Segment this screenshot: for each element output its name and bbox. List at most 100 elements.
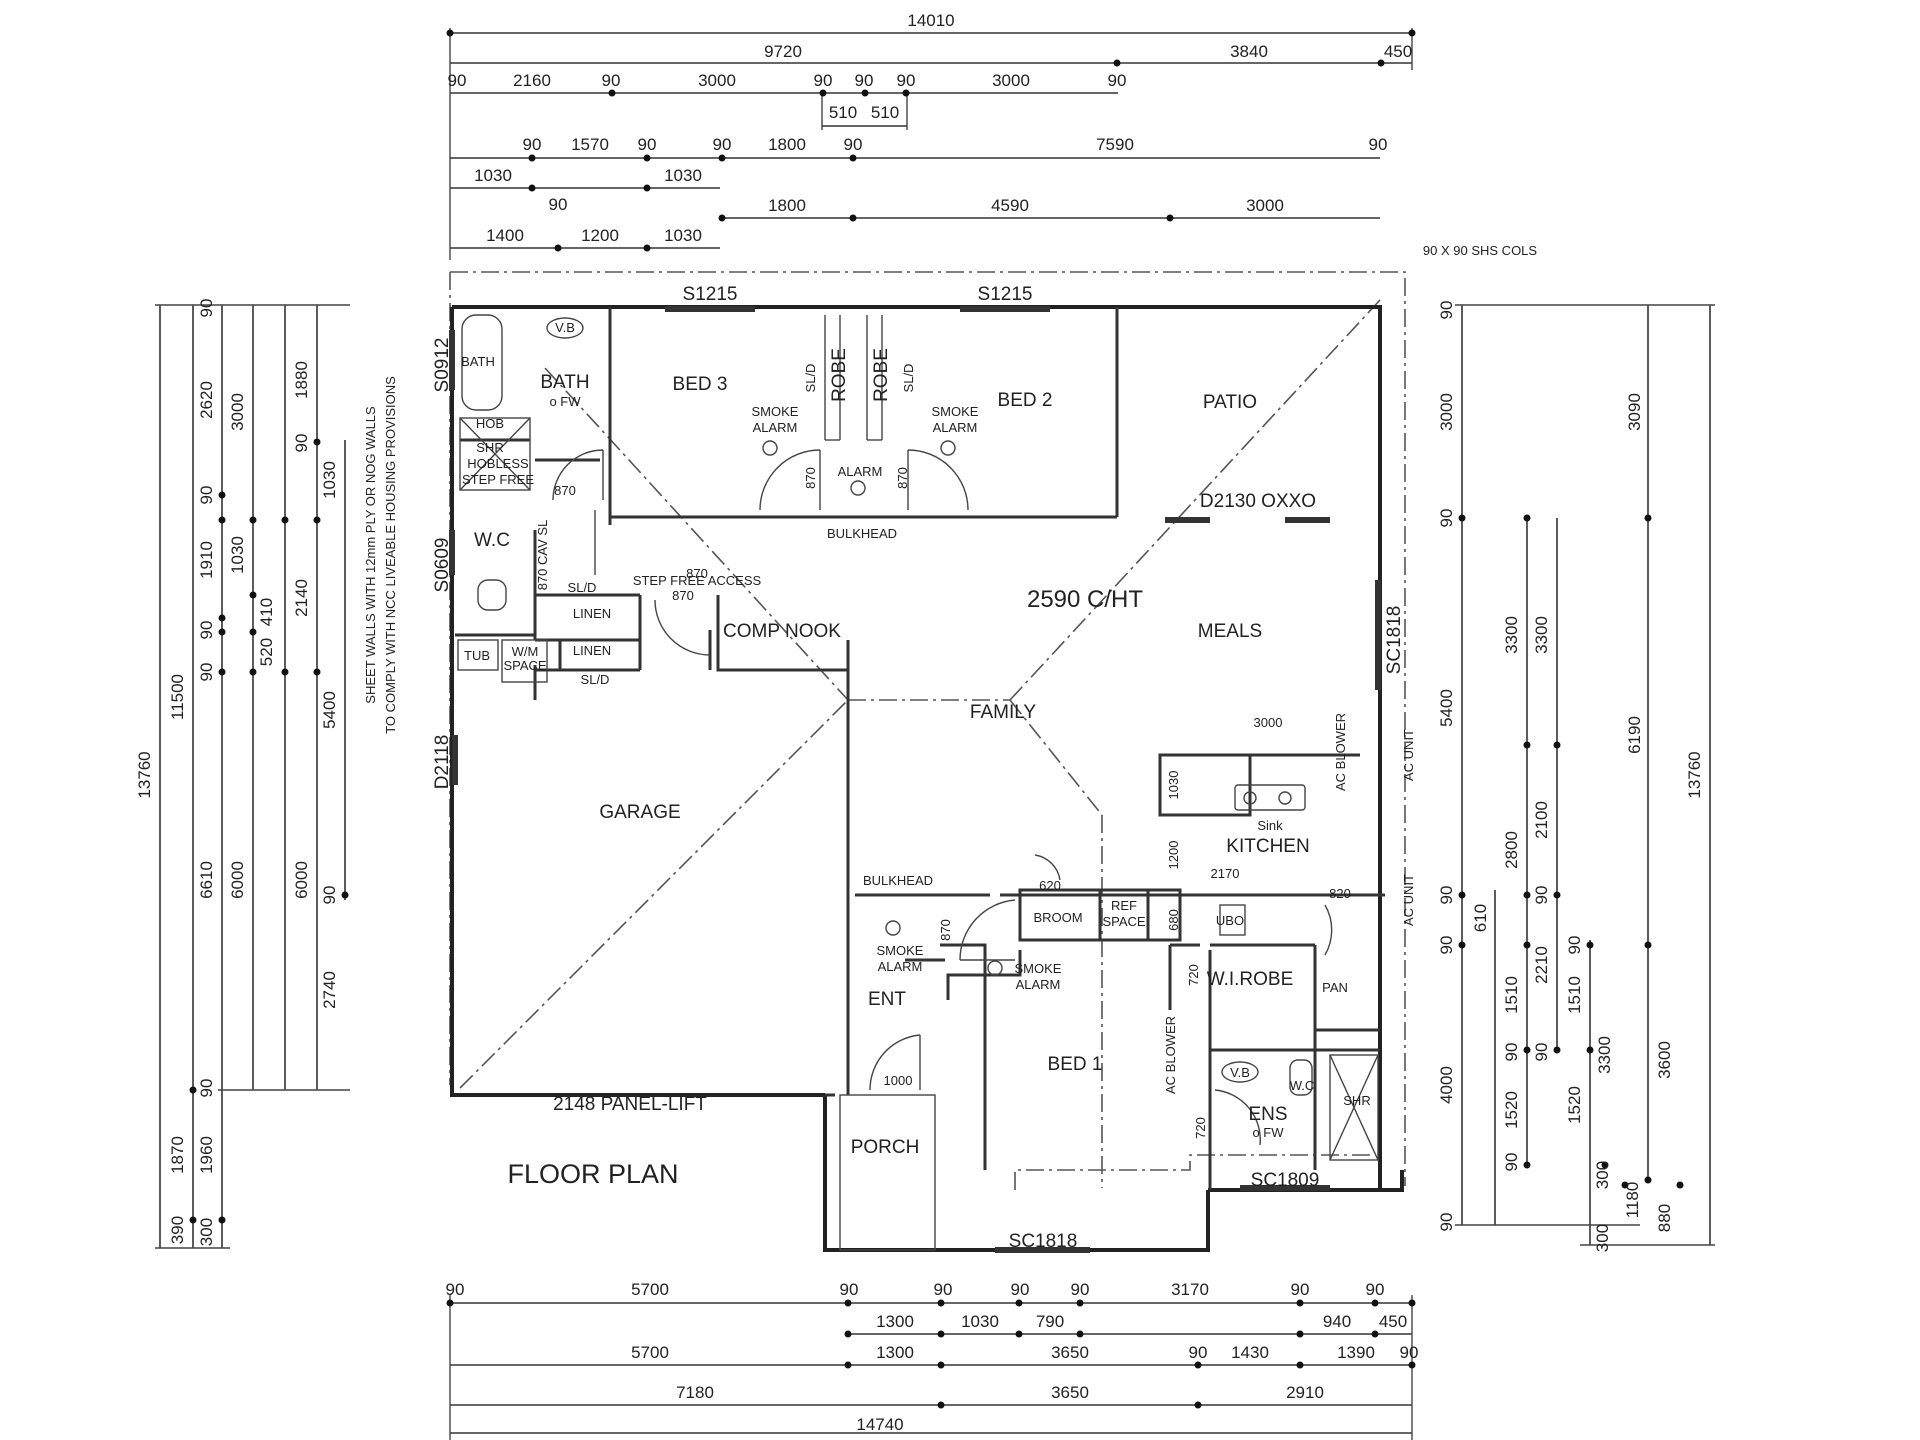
dim-top-r4: 90 bbox=[844, 135, 863, 154]
dim-right-c2: 1510 bbox=[1502, 976, 1521, 1014]
dim-right-c3: 2100 bbox=[1532, 801, 1551, 839]
dim-left-c3: 6610 bbox=[197, 861, 216, 899]
dim-right-c4: 3300 bbox=[1532, 616, 1551, 654]
dim-left-c3: 300 bbox=[197, 1218, 216, 1246]
dim-right-c3: 1520 bbox=[1565, 1086, 1584, 1124]
fixtures bbox=[457, 314, 1379, 1161]
room-linen-2: LINEN bbox=[573, 643, 611, 658]
dim-bottom-r2: 1300 bbox=[876, 1312, 914, 1331]
door-width-870a: 870 bbox=[554, 483, 576, 498]
dim-right-c5: 3090 bbox=[1625, 393, 1644, 431]
dim-right-c4: 90 bbox=[1532, 1043, 1551, 1062]
robe-1-label: ROBE bbox=[829, 348, 850, 402]
dim-bottom-r3: 90 bbox=[1400, 1343, 1419, 1362]
dim-right-c3: 90 bbox=[1532, 886, 1551, 905]
dim-bottom-r4: 2910 bbox=[1286, 1383, 1324, 1402]
dim-left-c3: 90 bbox=[197, 663, 216, 682]
dim-right-c4: 300 bbox=[1593, 1224, 1612, 1252]
dim-right-c4: 1510 bbox=[1565, 976, 1584, 1014]
dim-bottom-r4: 7180 bbox=[676, 1383, 714, 1402]
annotation-labels: S1215 S1215 S0912 S0609 D2118 D2130 OXXO… bbox=[363, 243, 1537, 1252]
dim-left-c5: 2140 bbox=[292, 579, 311, 617]
ac-unit-label-1: AC UNIT bbox=[1401, 729, 1416, 781]
door-d2130-oxxo: D2130 OXXO bbox=[1200, 491, 1316, 512]
dim-right-c1: 90 bbox=[1437, 886, 1456, 905]
dim-top-r3: 90 bbox=[897, 71, 916, 90]
dim-left-c4: 410 bbox=[257, 598, 276, 626]
bath-tub-label: BATH bbox=[461, 354, 495, 369]
dim-left-c4: 6000 bbox=[228, 861, 247, 899]
dim-right-c2: 1520 bbox=[1502, 1091, 1521, 1129]
sheet-walls-note-2: TO COMPLY WITH NCC LIVEABLE HOUSING PROV… bbox=[383, 376, 398, 734]
room-entry: ENT bbox=[868, 989, 906, 1010]
fridge-label: REF bbox=[1111, 898, 1137, 913]
dim-bottom-r2: 1030 bbox=[961, 1312, 999, 1331]
dim-bottom-r1: 3170 bbox=[1171, 1280, 1209, 1299]
door-width-870c: 870 bbox=[803, 467, 818, 489]
room-kitchen: KITCHEN bbox=[1226, 836, 1309, 857]
room-bed1: BED 1 bbox=[1048, 1054, 1103, 1075]
ac-blower-label-2: AC BLOWER bbox=[1163, 1016, 1178, 1094]
dim-bottom-r1: 90 bbox=[934, 1280, 953, 1299]
robe-2-label: ROBE bbox=[871, 348, 892, 402]
door-width-1000: 1000 bbox=[884, 1073, 913, 1088]
dim-top-r4: 90 bbox=[638, 135, 657, 154]
laundry-tub-label: TUB bbox=[464, 648, 490, 663]
window-s1215-b: S1215 bbox=[978, 284, 1033, 305]
door-width-720b: 720 bbox=[1193, 1117, 1208, 1139]
smoke-alarm-2b: ALARM bbox=[933, 420, 978, 435]
vanity-basin-2: V.B bbox=[1230, 1065, 1250, 1080]
dim-bottom-r1: 90 bbox=[840, 1280, 859, 1299]
top-dimension-chains: 14010 9720 3840 450 90 2160 90 3000 90 9… bbox=[446, 11, 1416, 260]
door-width-820: 820 bbox=[1329, 886, 1351, 901]
window-sc1818-right: SC1818 bbox=[1384, 606, 1405, 675]
window-sc1818-bottom: SC1818 bbox=[1009, 1231, 1078, 1252]
dim-left-c3: 1910 bbox=[197, 541, 216, 579]
dim-left-c2: 390 bbox=[168, 1216, 187, 1244]
room-bath: BATH bbox=[540, 372, 589, 393]
sliding-door-3: SL/D bbox=[568, 580, 597, 595]
broom-cupboard-label: BROOM bbox=[1033, 910, 1082, 925]
dim-top-r5: 1800 bbox=[768, 196, 806, 215]
dim-top-r4: 90 bbox=[1369, 135, 1388, 154]
door-width-870f: 870 bbox=[686, 566, 708, 581]
dim-top-r3: 2160 bbox=[513, 71, 551, 90]
fridge-space: SPACE bbox=[1102, 914, 1145, 929]
windows bbox=[449, 306, 1381, 1253]
room-comp-nook: COMP NOOK bbox=[723, 621, 841, 642]
garage-door-label: 2148 PANEL-LIFT bbox=[553, 1094, 707, 1115]
bath-floor-waste: o FW bbox=[549, 394, 581, 409]
bench-1200: 1200 bbox=[1166, 841, 1181, 870]
dim-bottom-r2: 940 bbox=[1323, 1312, 1351, 1331]
room-labels: BED 3 BED 2 PATIO BATH o FW BATH HOB SHR… bbox=[461, 320, 1371, 1158]
dim-left-c3: 90 bbox=[197, 486, 216, 505]
dim-bottom-r3: 1390 bbox=[1337, 1343, 1375, 1362]
shr-label: SHR bbox=[476, 440, 503, 455]
room-porch: PORCH bbox=[851, 1137, 920, 1158]
dim-right-c6: 3600 bbox=[1655, 1041, 1674, 1079]
dim-right-c2: 90 bbox=[1502, 1153, 1521, 1172]
dim-left-c5: 90 bbox=[292, 434, 311, 453]
dim-top-r5: 4590 bbox=[991, 196, 1029, 215]
dim-top-r3: 90 bbox=[1108, 71, 1127, 90]
dim-top-r3: 90 bbox=[855, 71, 874, 90]
dim-top-r3: 90 bbox=[602, 71, 621, 90]
bench-1030: 1030 bbox=[1166, 771, 1181, 800]
bench-680: 680 bbox=[1166, 909, 1181, 931]
dim-top-r6: 1200 bbox=[581, 226, 619, 245]
dim-bottom-r4: 3650 bbox=[1051, 1383, 1089, 1402]
dim-top-r3: 90 bbox=[814, 71, 833, 90]
room-ensuite: ENS bbox=[1248, 1104, 1287, 1125]
hobless-label: HOBLESS bbox=[467, 456, 529, 471]
dim-left-c5: 1030 bbox=[320, 461, 339, 499]
dim-left-c4: 1030 bbox=[228, 536, 247, 574]
step-free-access-label: STEP FREE ACCESS bbox=[633, 573, 762, 588]
dim-right-c1: 90 bbox=[1437, 509, 1456, 528]
dim-left-c5: 90 bbox=[320, 886, 339, 905]
dim-bottom-r1: 90 bbox=[446, 1280, 465, 1299]
dim-top-r2: 9720 bbox=[764, 42, 802, 61]
room-linen-1: LINEN bbox=[573, 606, 611, 621]
dim-right-c4: 1180 bbox=[1623, 1182, 1642, 1219]
door-width-870d: 870 bbox=[895, 467, 910, 489]
